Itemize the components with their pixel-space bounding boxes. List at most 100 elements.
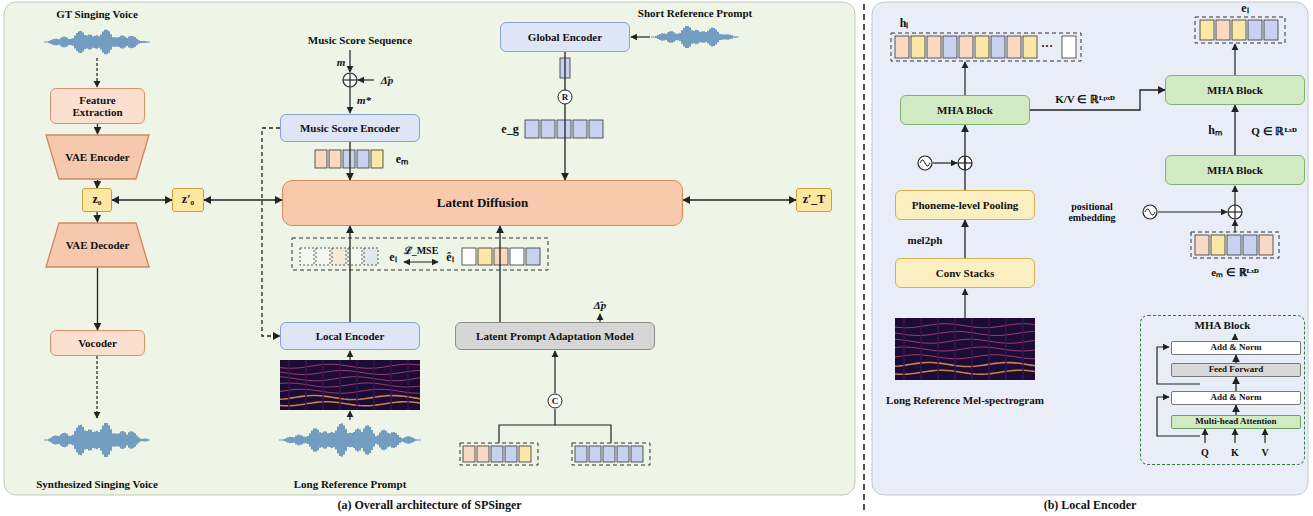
trapezoid-outline	[46, 135, 149, 179]
box-label: z₀	[93, 193, 102, 206]
panel-divider	[863, 4, 865, 512]
latent-box: z′₀	[172, 188, 204, 212]
embedding-cell	[1216, 20, 1230, 40]
box-label: MHA Block	[1207, 84, 1263, 96]
conv-box: Conv Stacks	[895, 258, 1035, 288]
box-label: Conv Stacks	[936, 267, 994, 279]
add-symbol	[343, 73, 357, 87]
connector-arrow	[204, 199, 282, 200]
positional-symbol	[920, 160, 930, 166]
annotation-label: Q ∈ ℝᴸˣᴰ	[1251, 125, 1296, 137]
panel-ground	[4, 2, 855, 495]
box-label: MHA Block	[937, 104, 993, 116]
mel-spectrogram	[895, 347, 1035, 351]
mel-spectrogram	[988, 318, 990, 380]
mel-spectrogram	[305, 360, 307, 410]
waveform	[45, 423, 149, 457]
box-label: Global Encoder	[528, 31, 602, 43]
annotation-label: Synthesized Singing Voice	[36, 478, 158, 490]
mel-spectrogram	[356, 360, 358, 410]
arrow-line	[631, 36, 650, 37]
embedding-frame	[572, 443, 650, 465]
mel-spectrogram	[895, 318, 1035, 380]
arrow-line	[1264, 429, 1265, 443]
embedding-frame	[891, 33, 1081, 61]
arrow-line	[349, 87, 350, 113]
arrow-line	[96, 58, 97, 87]
arrow-line	[1234, 186, 1235, 205]
embedding-cell	[541, 120, 555, 138]
embedding-cell	[631, 446, 643, 462]
embedding-frame	[1195, 17, 1285, 43]
mel-spectrogram	[280, 377, 420, 381]
mel-spectrogram	[407, 360, 409, 410]
embedding-cell	[991, 36, 1005, 58]
annotation-label: Short Reference Prompt	[638, 7, 752, 19]
encoder-box: Music Score Encoder	[280, 114, 420, 142]
embedding-cell	[1232, 20, 1246, 40]
annotation-label: positional embedding	[1056, 201, 1128, 223]
connector-arrow	[262, 128, 280, 336]
box-label: Feature Extraction	[55, 94, 140, 118]
embedding-cell	[1023, 36, 1037, 58]
arrow-line	[555, 425, 611, 443]
block-legend: MHA BlockAdd & NormFeed ForwardAdd & Nor…	[1140, 315, 1305, 465]
mel-spectrogram	[390, 360, 392, 410]
trapezoid-outline	[46, 223, 149, 267]
connector-arrow	[564, 52, 565, 180]
operator-symbol: C	[548, 394, 563, 409]
connector-arrow	[96, 212, 98, 222]
embedding-cell	[343, 150, 355, 168]
embedding-cell	[371, 150, 383, 168]
annotation-label: Δ̂p	[381, 74, 393, 86]
embedding-cell	[603, 446, 615, 462]
embedding-cell	[525, 120, 539, 138]
arrow-line	[499, 409, 555, 443]
embedding-cell	[1227, 235, 1241, 255]
mel-spectrogram	[280, 371, 420, 375]
embedding-cell	[332, 248, 346, 265]
embedding-cell	[478, 248, 492, 265]
mel-spectrogram	[895, 339, 1035, 343]
embedding-cell	[316, 248, 330, 265]
embedding-cell	[927, 36, 941, 58]
annotation-label: mel2ph	[908, 234, 943, 246]
embedding-frame	[292, 238, 548, 270]
attention-block: MHA Block	[1165, 75, 1305, 105]
mel-spectrogram	[895, 324, 1035, 328]
process-box: Feature Extraction	[50, 88, 145, 124]
annotation-label: K/V ∈ ℝᴸᵖˣᴰ	[1055, 93, 1115, 105]
arrow-line	[349, 411, 350, 420]
diffusion-box: Latent Diffusion	[282, 180, 683, 226]
connector-arrow	[499, 226, 500, 322]
attention-block: MHA Block	[900, 95, 1030, 125]
embedding-cell	[589, 446, 601, 462]
mel-spectrogram	[895, 355, 1035, 359]
annotation-label: hₗ	[900, 17, 909, 30]
box-label: Phoneme-level Pooling	[912, 199, 1019, 211]
embedding-cell	[573, 120, 587, 138]
arrow-line	[1234, 220, 1235, 232]
decoder-trapezoid: VAE Decoder	[45, 222, 150, 268]
box-label: MHA Block	[1207, 164, 1263, 176]
annotation-label: m*	[357, 94, 371, 106]
annotation-label: GT Singing Voice	[56, 8, 138, 20]
mel-spectrogram	[1005, 318, 1007, 380]
attention-box: Multi-head Attention	[1171, 415, 1301, 429]
encoder-box: Global Encoder	[500, 22, 630, 52]
embedding-cell	[1211, 235, 1225, 255]
mel-spectrogram	[280, 364, 420, 368]
mel-spectrogram	[920, 318, 922, 380]
arrow-line	[1234, 429, 1235, 443]
annotation-label: eₗ	[389, 251, 396, 264]
operator-symbol: R	[558, 90, 573, 105]
arrow-line	[1158, 211, 1227, 212]
mel-spectrogram	[954, 318, 956, 380]
arrow-line	[358, 79, 374, 80]
annotation-label: Long Reference Mel-spectrogram	[885, 394, 1045, 406]
feedforward-box: Feed Forward	[1171, 363, 1301, 377]
connector-arrow	[964, 125, 965, 190]
arrow-line	[349, 50, 350, 72]
